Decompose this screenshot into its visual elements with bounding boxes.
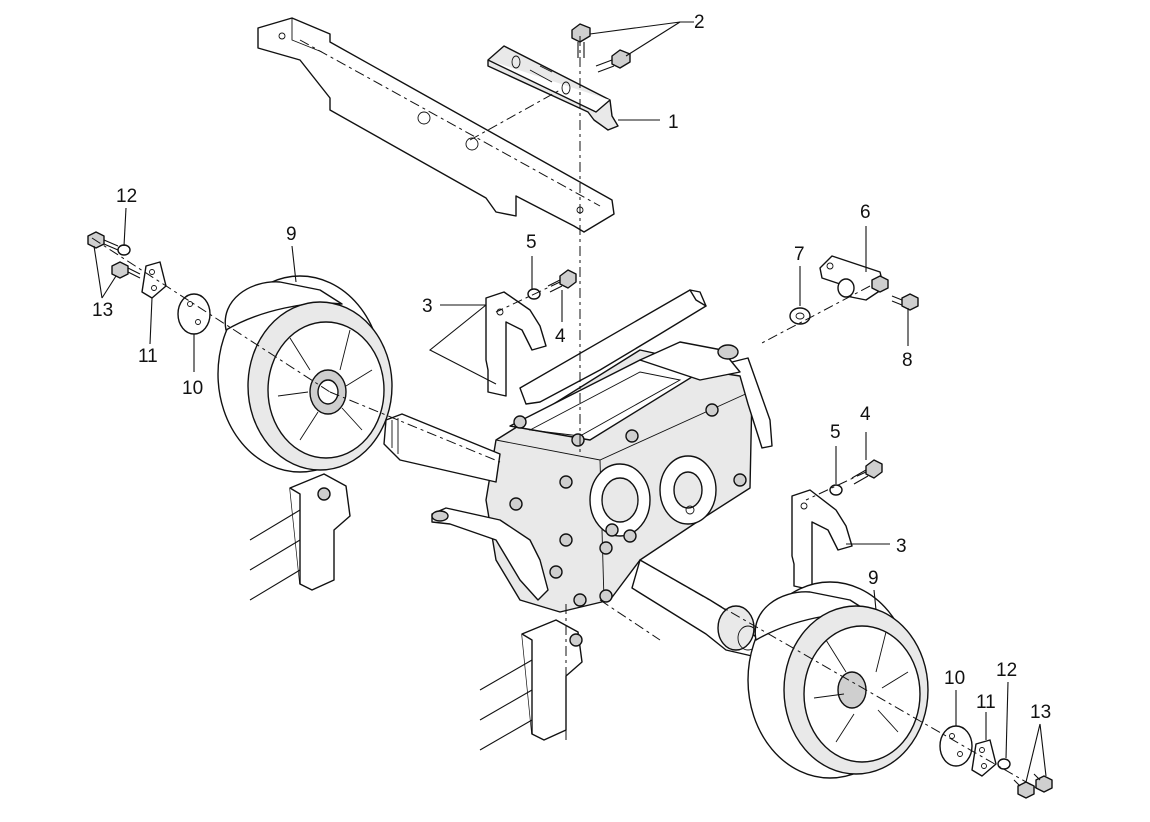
callout-13-right: 13 [1030, 702, 1051, 723]
leader-lines [93, 21, 1047, 783]
callout-12-right: 12 [996, 660, 1017, 681]
bolts-part-13-right [1013, 773, 1053, 799]
wheel-part-9-right [747, 581, 929, 779]
frame-bracket-right [479, 619, 583, 751]
frame-rail [257, 17, 615, 233]
axle-shaft-right [631, 559, 761, 657]
callout-11-left: 11 [138, 346, 158, 367]
bolt-part-4-upper [547, 269, 577, 293]
callout-2: 2 [694, 12, 705, 33]
axle-shaft-left [383, 413, 501, 483]
bracket-part-1 [487, 45, 619, 131]
callout-1: 1 [668, 112, 679, 133]
bolt-part-4-lower [851, 459, 883, 485]
callout-13-left: 13 [92, 300, 113, 321]
plate-part-10-left [177, 293, 211, 335]
callout-4-upper: 4 [555, 326, 566, 347]
callout-5-lower: 5 [830, 422, 841, 443]
callout-9-left: 9 [286, 224, 297, 245]
washer-part-12-right [997, 758, 1011, 770]
lever-part-6 [819, 255, 889, 301]
washer-part-12-left [117, 244, 131, 256]
bolt-part-8 [891, 293, 919, 311]
callout-10-left: 10 [182, 378, 203, 399]
washer-part-5-lower [829, 484, 843, 496]
callout-9-right: 9 [868, 568, 879, 589]
callout-3-right: 3 [896, 536, 907, 557]
clamp-part-3-right [791, 489, 853, 591]
bolts-part-2 [571, 23, 631, 73]
callout-labels: 1 2 3 3 4 4 5 5 6 7 8 9 9 10 10 11 11 12… [92, 12, 1051, 723]
transmission-body [431, 289, 773, 613]
callout-3-left: 3 [422, 296, 433, 317]
plate-part-11-right [971, 739, 997, 777]
callout-10-right: 10 [944, 668, 965, 689]
callout-4-lower: 4 [860, 404, 871, 425]
washer-part-7 [789, 307, 811, 325]
callout-6: 6 [860, 202, 871, 223]
callout-8: 8 [902, 350, 913, 371]
plate-part-11-left [141, 261, 167, 299]
callout-7: 7 [794, 244, 805, 265]
wheel-part-9-left [217, 275, 393, 473]
callout-12-left: 12 [116, 186, 137, 207]
frame-bracket-left [249, 473, 351, 601]
callout-11-right: 11 [976, 692, 996, 713]
assembly-center-lines [91, 36, 1041, 791]
callout-5-upper: 5 [526, 232, 537, 253]
plate-part-10-right [939, 725, 973, 767]
